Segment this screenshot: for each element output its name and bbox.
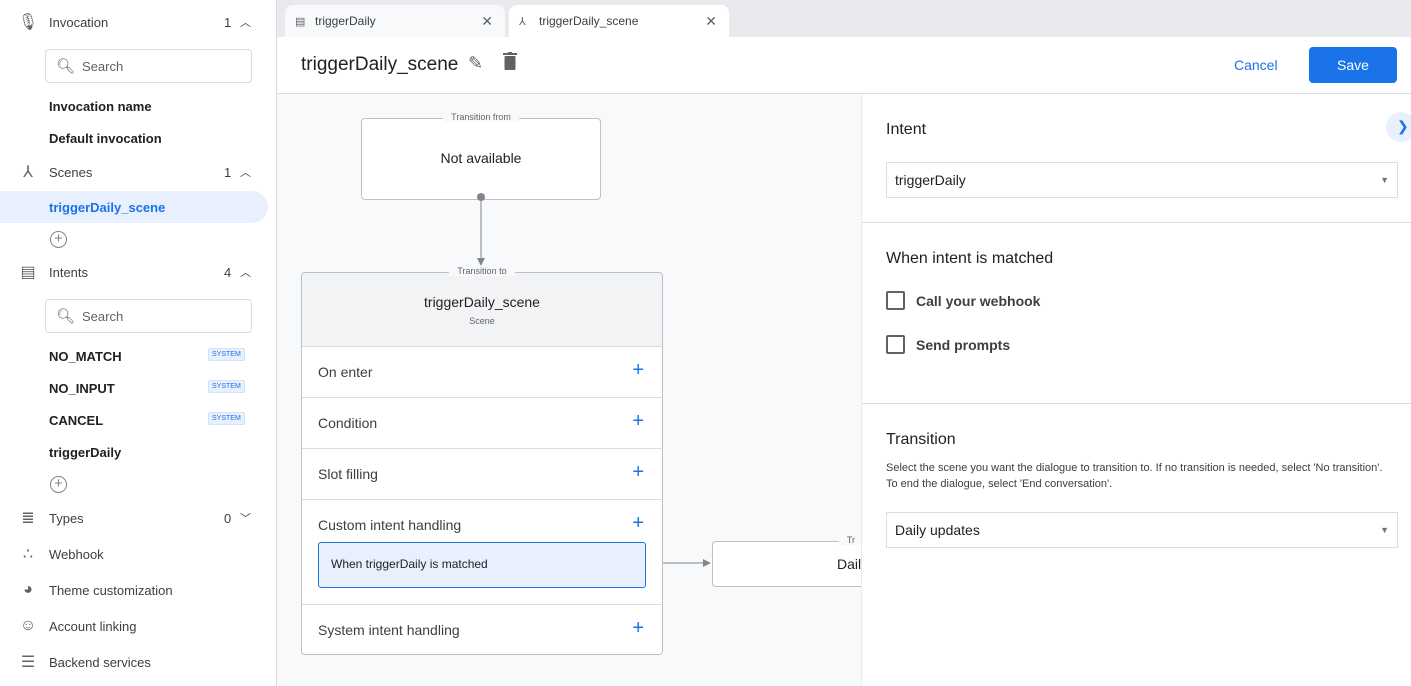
merge-icon: ⅄ xyxy=(23,164,33,181)
chevron-up-icon[interactable]: ︿ xyxy=(240,267,251,279)
intent-label: Intent xyxy=(886,121,927,138)
add-icon[interactable]: + xyxy=(632,512,644,534)
transition-from-node: Transition from Not available xyxy=(361,112,601,200)
tab-trigger-daily-scene[interactable]: ⅄ triggerDaily_scene ✕ xyxy=(509,5,729,37)
on-enter-row[interactable]: On enter+ xyxy=(302,346,662,397)
scene-type: Scene xyxy=(469,316,495,326)
backend-settings-icon: ☰ xyxy=(20,654,36,671)
dropdown-arrow-icon: ▼ xyxy=(1380,525,1389,535)
sidebar-item-intent[interactable]: triggerDaily xyxy=(49,445,122,460)
system-intent-handling-row[interactable]: System intent handling+ xyxy=(302,604,662,655)
add-icon[interactable]: + xyxy=(632,410,644,432)
transition-from-legend: Transition from xyxy=(443,112,519,122)
save-button[interactable]: Save xyxy=(1309,47,1397,83)
call-webhook-checkbox[interactable]: Call your webhook xyxy=(886,291,1040,310)
search-icon: 🔍︎ xyxy=(56,58,76,75)
transition-from-value: Not available xyxy=(440,150,522,166)
sidebar-item-intent[interactable]: NO_MATCH xyxy=(49,349,122,364)
intent-handler-item[interactable]: When triggerDaily is matched xyxy=(318,542,646,588)
sidebar-item-backend-services[interactable]: ☰ Backend services xyxy=(0,646,276,678)
condition-row[interactable]: Condition+ xyxy=(302,397,662,448)
sidebar-item-webhook[interactable]: ∴ Webhook xyxy=(0,538,276,570)
page-header: triggerDaily_scene ✎ Cancel Save xyxy=(277,37,1411,94)
sidebar-section-intents[interactable]: ▤ Intents 4 ︿ xyxy=(0,256,276,288)
chevron-up-icon[interactable]: ︿ xyxy=(240,17,251,29)
sidebar-item-theme[interactable]: ◕ Theme customization xyxy=(0,574,276,606)
sidebar-section-scenes[interactable]: ⅄ Scenes 1 ︿ xyxy=(0,156,276,188)
transition-select[interactable]: Daily updates▼ xyxy=(886,512,1398,548)
sidebar-section-types[interactable]: ≣ Types 0 ﹀ xyxy=(0,502,276,534)
add-icon[interactable]: + xyxy=(632,617,644,639)
tab-trigger-daily[interactable]: ▤ triggerDaily ✕ xyxy=(285,5,505,37)
divider xyxy=(862,222,1411,223)
tab-bar: ▤ triggerDaily ✕ ⅄ triggerDaily_scene ✕ xyxy=(277,0,1411,37)
scene-canvas: Transition from Not available Transition… xyxy=(277,94,872,686)
close-icon[interactable]: ✕ xyxy=(481,12,493,29)
arrow-head-icon xyxy=(477,258,485,266)
merge-icon: ⅄ xyxy=(519,15,526,28)
invocation-search-input[interactable]: 🔍︎ Search xyxy=(45,49,252,83)
add-intent-icon[interactable]: + xyxy=(50,476,67,493)
divider xyxy=(862,403,1411,404)
sidebar-section-invocation[interactable]: 🎙 Invocation 1 ︿ xyxy=(17,14,251,31)
sidebar-item-account-linking[interactable]: ☺ Account linking xyxy=(19,617,137,634)
target-scene-node[interactable]: Tr Dail xyxy=(712,535,872,587)
system-badge: SYSTEM xyxy=(208,412,245,425)
add-icon[interactable]: + xyxy=(632,359,644,381)
dropdown-arrow-icon: ▼ xyxy=(1380,175,1389,185)
page-title: triggerDaily_scene xyxy=(301,54,459,75)
sidebar-item-scene-selected[interactable]: triggerDaily_scene xyxy=(0,191,268,223)
edit-icon[interactable]: ✎ xyxy=(468,53,484,73)
custom-intent-handling-row[interactable]: Custom intent handling+ When triggerDail… xyxy=(302,499,662,604)
slot-filling-row[interactable]: Slot filling+ xyxy=(302,448,662,499)
intent-handler-panel: ❯ Intent triggerDaily▼ When intent is ma… xyxy=(861,94,1411,686)
collapse-panel-chevron-icon[interactable]: ❯ xyxy=(1386,112,1411,142)
intent-select[interactable]: triggerDaily▼ xyxy=(886,162,1398,198)
when-matched-label: When intent is matched xyxy=(886,250,1054,267)
palette-icon: ◕ xyxy=(23,581,33,598)
list-icon: ▤ xyxy=(20,264,36,281)
add-icon[interactable]: + xyxy=(632,461,644,483)
scene-node: Transition to triggerDaily_scene Scene O… xyxy=(301,266,663,655)
types-icon: ≣ xyxy=(21,510,35,527)
system-badge: SYSTEM xyxy=(208,348,245,361)
webhook-icon: ∴ xyxy=(22,546,34,563)
add-scene-icon[interactable]: + xyxy=(50,231,67,248)
search-icon: 🔍︎ xyxy=(56,308,76,325)
close-icon[interactable]: ✕ xyxy=(705,12,717,29)
transition-to-legend: Transition to xyxy=(449,266,515,276)
send-prompts-checkbox[interactable]: Send prompts xyxy=(886,335,1010,354)
microphone-icon: 🎙 xyxy=(17,14,39,31)
chevron-down-icon[interactable]: ﹀ xyxy=(240,513,251,525)
transition-label: Transition xyxy=(886,431,956,448)
chevron-up-icon[interactable]: ︿ xyxy=(240,167,251,179)
intents-search-input[interactable]: 🔍︎ Search xyxy=(45,299,252,333)
cancel-button[interactable]: Cancel xyxy=(1234,57,1278,73)
account-circle-icon: ☺ xyxy=(19,617,37,634)
scene-name: triggerDaily_scene xyxy=(424,294,540,310)
transition-description: Select the scene you want the dialogue t… xyxy=(886,462,1383,490)
list-icon: ▤ xyxy=(295,15,306,28)
delete-icon[interactable] xyxy=(503,52,517,70)
sidebar-item-intent[interactable]: NO_INPUT xyxy=(49,381,115,396)
sidebar-item-invocation-name[interactable]: Invocation name xyxy=(49,99,152,114)
sidebar-item-intent[interactable]: CANCEL xyxy=(49,413,104,428)
system-badge: SYSTEM xyxy=(208,380,245,393)
arrow-head-icon xyxy=(703,559,711,567)
sidebar: 🎙 Invocation 1 ︿ 🔍︎ Search Invocation na… xyxy=(0,0,277,686)
sidebar-item-default-invocation[interactable]: Default invocation xyxy=(49,131,162,146)
